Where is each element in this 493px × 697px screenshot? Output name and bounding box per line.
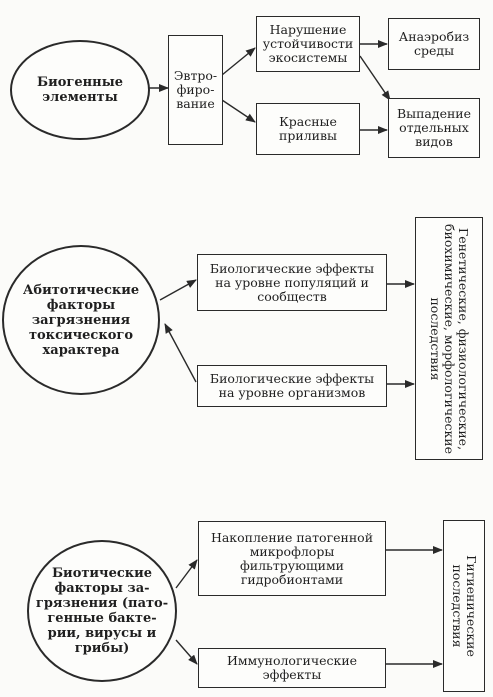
arrow-eutrophication-to-disruption <box>221 47 256 76</box>
arrow-abiotic-to-population <box>159 279 197 301</box>
node-consequences-label: Генетические, физиологические,биохимичес… <box>428 223 472 454</box>
arrow-disruption-to-species-loss <box>359 55 391 101</box>
node-eutrophication: Эвтро-фиро-вание <box>168 35 223 145</box>
arrow-biotic-to-accumulation <box>175 559 198 589</box>
arrow-eutrophication-to-red-tides <box>221 99 256 123</box>
arrow-biotic-to-immunological <box>175 639 198 665</box>
arrow-organism-to-abiotic <box>164 323 197 383</box>
node-eutrophication-label: Эвтро-фиро-вание <box>173 68 218 111</box>
node-consequences: Генетические, физиологические,биохимичес… <box>415 217 483 460</box>
